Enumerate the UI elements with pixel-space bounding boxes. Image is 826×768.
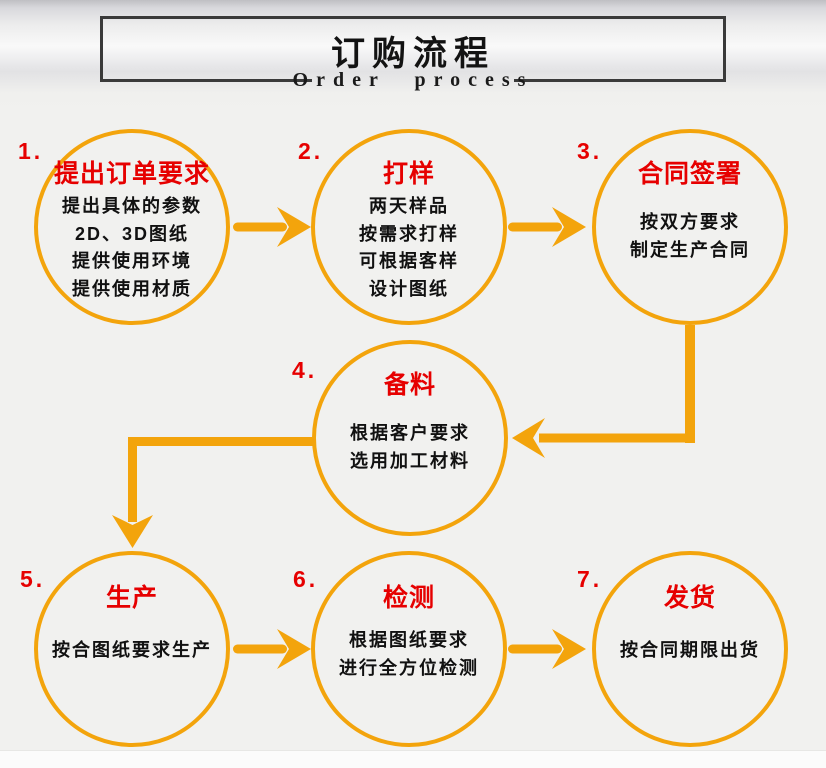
step-circle-sampling: 打样 两天样品 按需求打样 可根据客样 设计图纸 [311, 129, 507, 325]
page-title: 订购流程 [331, 35, 495, 73]
step-detail-line: 根据图纸要求 [349, 630, 469, 650]
step-title: 发货 [663, 584, 716, 612]
step-circle-order-request: 提出订单要求 提出具体的参数 2D、3D图纸 提供使用环境 提供使用材质 [34, 129, 230, 325]
step-details: 两天样品 按需求打样 可根据客样 设计图纸 [359, 193, 459, 303]
step-details: 按双方要求 制定生产合同 [630, 209, 750, 264]
title-box-bottom-border-right [514, 79, 726, 82]
flow-arrow-4-5-icon [112, 437, 315, 548]
flow-arrow-6-7-icon [508, 629, 586, 669]
step-title: 生产 [105, 584, 158, 612]
step-detail-line: 根据客户要求 [350, 423, 470, 443]
flow-arrow-5-6-icon [233, 629, 311, 669]
step-detail-line: 按双方要求 [640, 212, 740, 232]
step-detail-line: 提出具体的参数 [62, 196, 202, 216]
step-title: 备料 [383, 371, 436, 399]
step-number-2: 2. [298, 138, 324, 164]
step-detail-line: 可根据客样 [359, 251, 459, 271]
flow-arrow-2-3-icon [508, 207, 586, 247]
step-title: 打样 [382, 160, 435, 188]
step-number-5: 5. [20, 566, 46, 592]
step-detail-line: 按合图纸要求生产 [52, 640, 212, 660]
step-circle-material-prep: 备料 根据客户要求 选用加工材料 [312, 340, 508, 536]
step-circle-inspection: 检测 根据图纸要求 进行全方位检测 [311, 551, 507, 747]
title-box-frame [100, 16, 726, 82]
flow-arrow-1-2-icon [233, 207, 311, 247]
step-detail-line: 按合同期限出货 [620, 640, 760, 660]
step-details: 按合同期限出货 [620, 637, 760, 665]
step-number-6: 6. [293, 566, 319, 592]
step-detail-line: 提供使用环境 [72, 251, 192, 271]
step-details: 提出具体的参数 2D、3D图纸 提供使用环境 提供使用材质 [62, 193, 202, 303]
step-title: 提出订单要求 [53, 160, 210, 188]
step-title: 检测 [382, 584, 435, 612]
step-title: 合同签署 [637, 160, 742, 188]
title-box-bottom-border-left [100, 79, 312, 82]
step-details: 按合图纸要求生产 [52, 637, 212, 665]
step-details: 根据图纸要求 进行全方位检测 [339, 627, 479, 682]
step-number-4: 4. [292, 357, 318, 383]
step-number-3: 3. [577, 138, 603, 164]
step-detail-line: 2D、3D图纸 [74, 223, 190, 244]
step-detail-line: 选用加工材料 [350, 450, 470, 471]
step-detail-line: 制定生产合同 [630, 239, 750, 260]
step-circle-contract-signing: 合同签署 按双方要求 制定生产合同 [592, 129, 788, 325]
step-circle-production: 生产 按合图纸要求生产 [34, 551, 230, 747]
step-details: 根据客户要求 选用加工材料 [350, 420, 470, 475]
step-detail-line: 进行全方位检测 [339, 657, 479, 678]
step-detail-line: 按需求打样 [359, 223, 459, 244]
step-number-7: 7. [577, 566, 603, 592]
step-detail-line: 设计图纸 [369, 278, 449, 299]
bottom-strip [0, 750, 826, 768]
step-detail-line: 两天样品 [369, 196, 449, 216]
flow-arrow-3-4-icon [512, 325, 695, 458]
step-number-1: 1. [18, 138, 44, 164]
step-circle-shipping: 发货 按合同期限出货 [592, 551, 788, 747]
page-subtitle: Order process [292, 69, 534, 91]
step-detail-line: 提供使用材质 [72, 278, 192, 299]
